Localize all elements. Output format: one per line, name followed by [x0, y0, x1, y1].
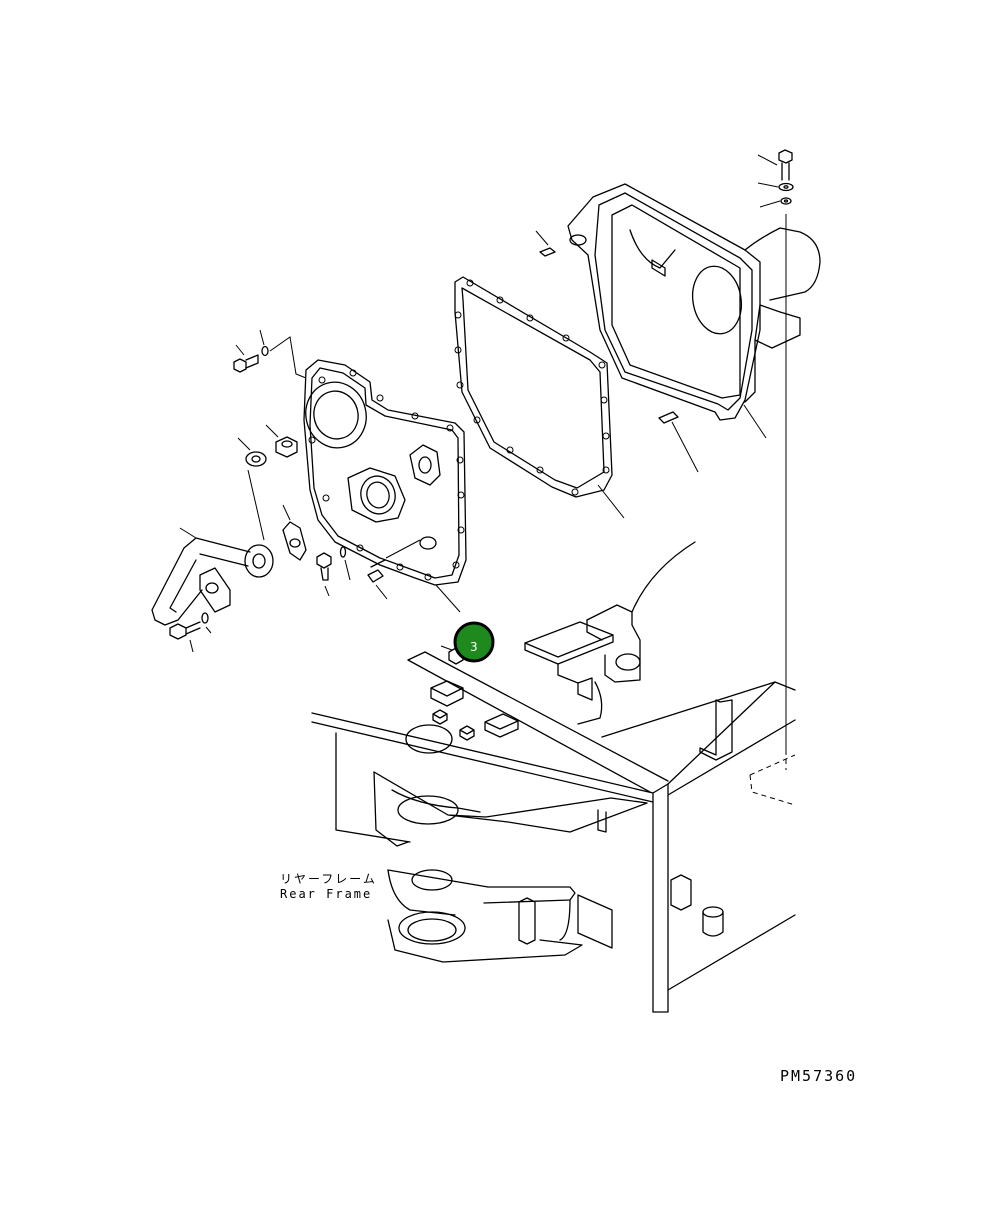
front-cover	[303, 359, 467, 613]
rear-frame-label-en: Rear Frame	[280, 887, 372, 901]
bolt-washer-stack	[757, 149, 794, 770]
rear-frame	[311, 651, 796, 1013]
oil-pipe	[151, 527, 274, 626]
drawing-code: PM57360	[780, 1067, 857, 1085]
callout-circle[interactable]	[453, 621, 495, 663]
small-gasket-bolts	[169, 504, 421, 653]
gasket	[454, 276, 625, 519]
mount-bracket	[524, 541, 696, 725]
callout-number: 3	[470, 640, 478, 654]
dowel-pins	[535, 230, 699, 473]
rear-frame-label-jp: リヤーフレーム	[280, 872, 377, 886]
cover-bolts	[233, 329, 307, 379]
callout-3[interactable]: 3	[453, 621, 495, 663]
washer-nut	[237, 424, 298, 541]
transmission-housing	[567, 183, 821, 439]
